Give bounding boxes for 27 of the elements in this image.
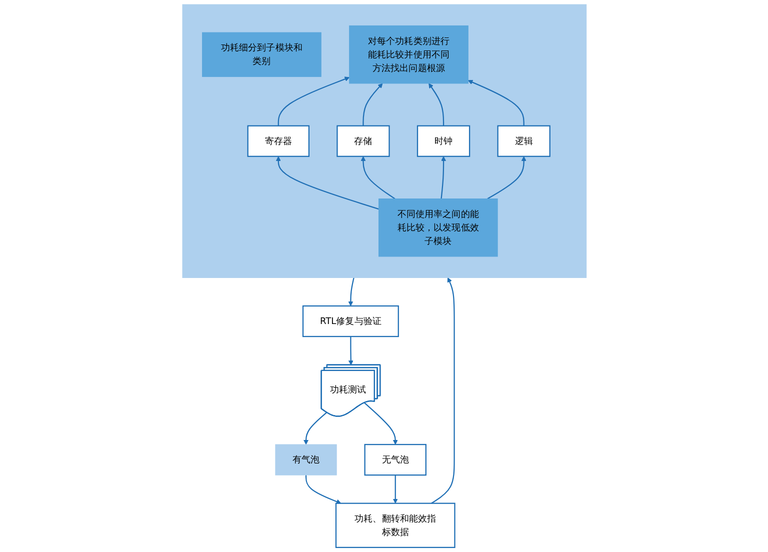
arrow bbox=[362, 83, 382, 126]
arrow bbox=[428, 83, 444, 126]
node-box: 无气泡 bbox=[364, 444, 426, 476]
arrow bbox=[305, 475, 341, 504]
node-box: 寄存器 bbox=[246, 125, 310, 157]
arrow bbox=[348, 336, 353, 366]
node-box: 时钟 bbox=[416, 125, 470, 157]
node-box: 对每个功耗类别进行能耗比较并使用不同方法找出问题根源 bbox=[348, 25, 468, 84]
arrow bbox=[392, 475, 398, 504]
node-box: RTL修复与验证 bbox=[302, 305, 398, 338]
node-box: 功耗细分到子模块和类别 bbox=[202, 32, 321, 77]
arrow bbox=[348, 278, 354, 306]
arrow bbox=[275, 156, 378, 210]
arrow bbox=[486, 156, 526, 200]
arrow bbox=[440, 156, 446, 199]
node-box: 存储 bbox=[336, 125, 390, 157]
arrow bbox=[364, 402, 398, 445]
arrow bbox=[277, 76, 350, 126]
node-box: 逻辑 bbox=[496, 125, 550, 157]
node-box: 有气泡 bbox=[274, 444, 336, 476]
arrow bbox=[360, 156, 395, 200]
arrow bbox=[430, 277, 454, 504]
arrow bbox=[467, 80, 524, 126]
arrow bbox=[303, 412, 327, 445]
node-box: 不同使用率之间的能耗比较，以发现低效子模块 bbox=[378, 198, 498, 257]
node-box: 功耗、翻转和能效指标数据 bbox=[334, 502, 455, 548]
cluster bbox=[182, 4, 586, 278]
